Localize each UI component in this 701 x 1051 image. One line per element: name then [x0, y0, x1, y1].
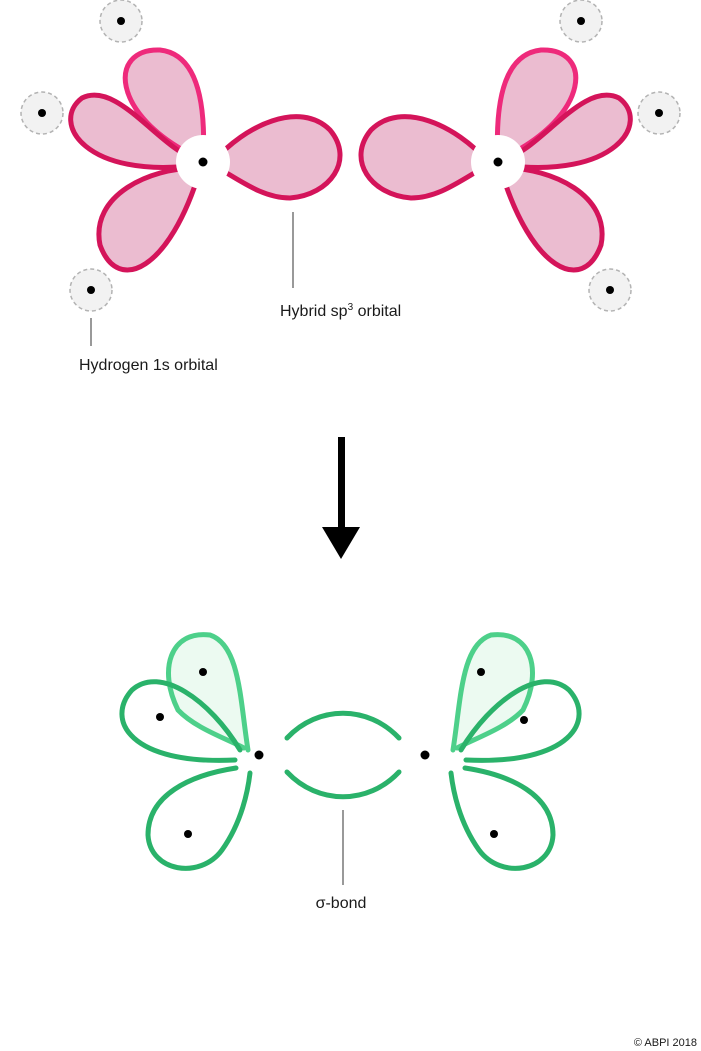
hydrogen-orbital [588, 268, 632, 312]
hydrogen-orbitals [20, 0, 681, 312]
hydrogen-orbital [99, 0, 143, 43]
hydrogen-nucleus-dot [520, 716, 528, 724]
carbon-nucleus-dot [254, 750, 264, 760]
bottom-right-methyl [420, 632, 582, 871]
sp3-lobe-lower [498, 165, 605, 273]
hydrogen-nucleus-dot [477, 668, 485, 676]
carbon-nucleus-dot [198, 157, 208, 167]
carbon-nucleus-dot [420, 750, 430, 760]
copyright-notice: © ABPI 2018 [634, 1037, 697, 1049]
hydrogen-orbital [559, 0, 603, 43]
top-left-methyl-orbitals [68, 47, 343, 273]
carbon-nucleus-dot [493, 157, 503, 167]
sigma-bond-overlap [284, 710, 402, 800]
bond-lobe-lower [145, 765, 253, 871]
sp3-lobe-lower [96, 165, 203, 273]
bond-lobe-back [166, 632, 251, 753]
hydrogen-nucleus-dot [156, 713, 164, 721]
bond-lobe-lower [448, 765, 556, 871]
hydrogen-orbital [637, 91, 681, 135]
sigma-bond-label: σ-bond [316, 895, 367, 912]
sp3-bonding-lobe-right [358, 114, 491, 201]
sp3-lobe-left [68, 92, 201, 170]
hydrogen-1s-label: Hydrogen 1s orbital [79, 357, 218, 374]
bond-lobe-back [450, 632, 535, 753]
hydrogen-nucleus-dot [490, 830, 498, 838]
hydrogen-nucleus-dot [184, 830, 192, 838]
hydrogen-nucleus-dot [199, 668, 207, 676]
hydrogen-orbital [69, 268, 113, 312]
hybrid-sp3-label: Hybrid sp3 orbital [280, 302, 401, 320]
sp3-lobe-right [500, 92, 633, 170]
bond-lobe-left [119, 679, 243, 763]
top-right-methyl-orbitals [358, 47, 633, 273]
bottom-left-methyl [119, 632, 264, 871]
hydrogen-orbital [20, 91, 64, 135]
sigma-bond-upper-arc [284, 710, 402, 741]
bond-lobe-right [458, 679, 582, 763]
sp3-bonding-lobe-left [210, 114, 343, 201]
sigma-bond-lower-arc [284, 769, 402, 800]
reaction-arrow [322, 437, 360, 559]
